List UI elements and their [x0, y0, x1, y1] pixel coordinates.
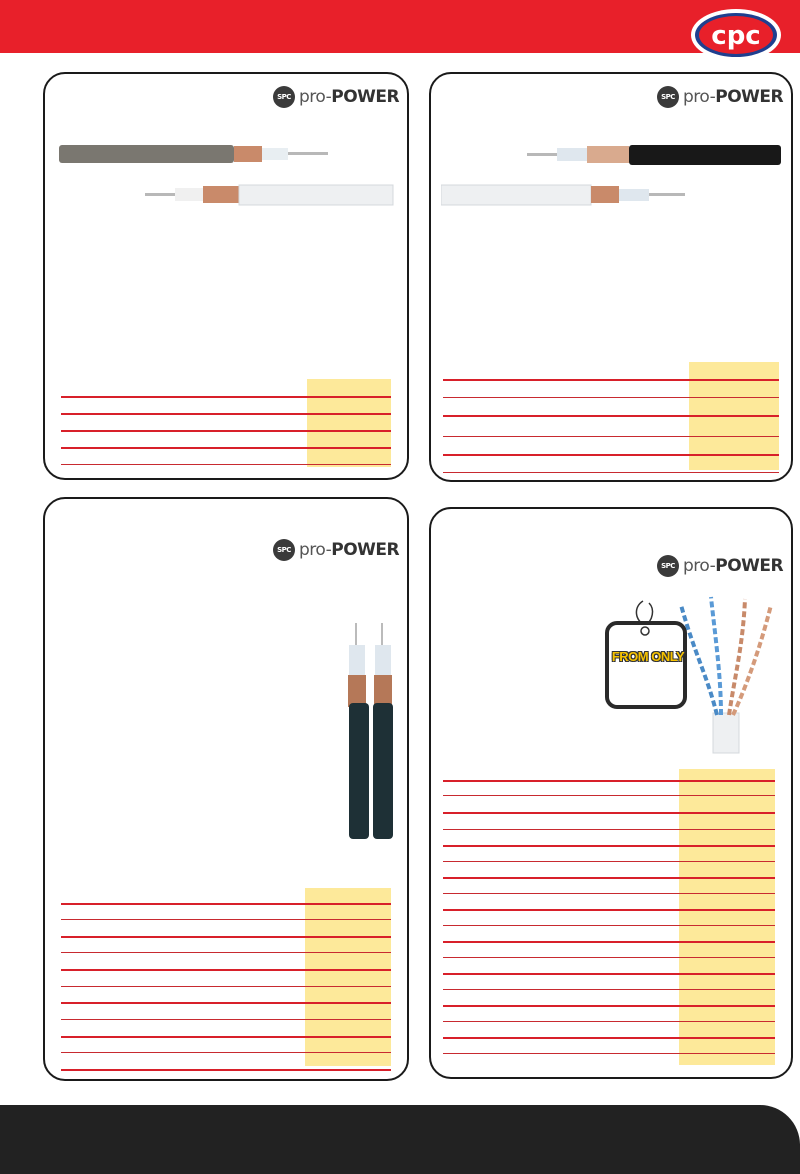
table-rule	[443, 973, 775, 975]
grey-coax-cable-image	[59, 145, 328, 163]
twin-coax-cable-image	[348, 623, 393, 839]
cpc-logo-text: cpc	[711, 21, 760, 51]
brand-name-light: pro-	[299, 540, 332, 560]
table-rule	[443, 845, 775, 847]
table-rule	[61, 1002, 391, 1004]
table-rule	[61, 1019, 391, 1020]
brand-name-light: pro-	[683, 87, 716, 107]
table-rule	[61, 952, 391, 953]
brand-name-bold: POWER	[331, 540, 400, 560]
table-rule	[443, 397, 779, 398]
table-rule	[443, 925, 775, 926]
table-rule	[443, 436, 779, 437]
brand-name-bold: POWER	[715, 87, 784, 107]
product-panel-twin-coax: SPC pro-POWER	[43, 497, 409, 1081]
table-rule	[443, 1053, 775, 1054]
table-rule	[443, 795, 775, 796]
table-rule	[61, 1052, 391, 1053]
table-rule	[61, 969, 391, 971]
white-coax-cable-image	[145, 184, 394, 206]
pro-power-logo: SPC pro-POWER	[273, 539, 400, 561]
table-rule	[443, 1037, 775, 1039]
spc-badge-icon: SPC	[657, 86, 679, 108]
table-rule	[61, 1069, 391, 1071]
product-panel-data-cable: SPC pro-POWER FROM ONLY	[429, 507, 793, 1079]
table-rule	[443, 829, 775, 830]
table-rule	[61, 413, 391, 415]
brand-name-light: pro-	[299, 87, 332, 107]
spc-badge-icon: SPC	[657, 555, 679, 577]
table-rule	[61, 919, 391, 920]
price-column	[305, 888, 391, 1066]
price-column	[679, 769, 775, 1065]
table-rule	[443, 893, 775, 894]
black-coax-cable-image	[527, 145, 781, 165]
brand-name-bold: POWER	[715, 556, 784, 576]
footer-bar	[0, 1105, 800, 1174]
brand-name-bold: POWER	[331, 87, 400, 107]
product-panel-coax-grey-white: SPC pro-POWER	[43, 72, 409, 480]
table-rule	[443, 861, 775, 862]
spc-badge-icon: SPC	[273, 539, 295, 561]
table-rule	[61, 903, 391, 905]
table-rule	[443, 989, 775, 990]
tag-label: FROM ONLY	[611, 649, 685, 664]
table-rule	[443, 1021, 775, 1022]
pro-power-logo: SPC pro-POWER	[657, 555, 784, 577]
table-rule	[443, 454, 779, 456]
data-cable-image	[679, 596, 773, 754]
table-rule	[61, 1036, 391, 1038]
table-rule	[443, 415, 779, 417]
table-rule	[443, 472, 779, 473]
header-bar	[0, 0, 800, 53]
table-rule	[61, 430, 391, 432]
price-tag-icon	[605, 600, 687, 709]
table-rule	[443, 780, 775, 782]
table-rule	[61, 464, 391, 465]
table-rule	[61, 986, 391, 987]
white-coax-cable-image	[441, 184, 685, 206]
table-rule	[443, 941, 775, 943]
table-rule	[443, 379, 779, 381]
table-rule	[443, 812, 775, 814]
table-rule	[61, 936, 391, 938]
cpc-logo-icon[interactable]: cpc	[690, 8, 782, 62]
table-rule	[61, 447, 391, 449]
table-rule	[443, 909, 775, 911]
price-column	[307, 379, 391, 467]
pro-power-logo: SPC pro-POWER	[657, 86, 784, 108]
product-panel-coax-black-white: SPC pro-POWER	[429, 72, 793, 482]
pro-power-logo: SPC pro-POWER	[273, 86, 400, 108]
table-rule	[61, 396, 391, 398]
table-rule	[443, 957, 775, 958]
table-rule	[443, 1005, 775, 1007]
spc-badge-icon: SPC	[273, 86, 295, 108]
table-rule	[443, 877, 775, 879]
brand-name-light: pro-	[683, 556, 716, 576]
